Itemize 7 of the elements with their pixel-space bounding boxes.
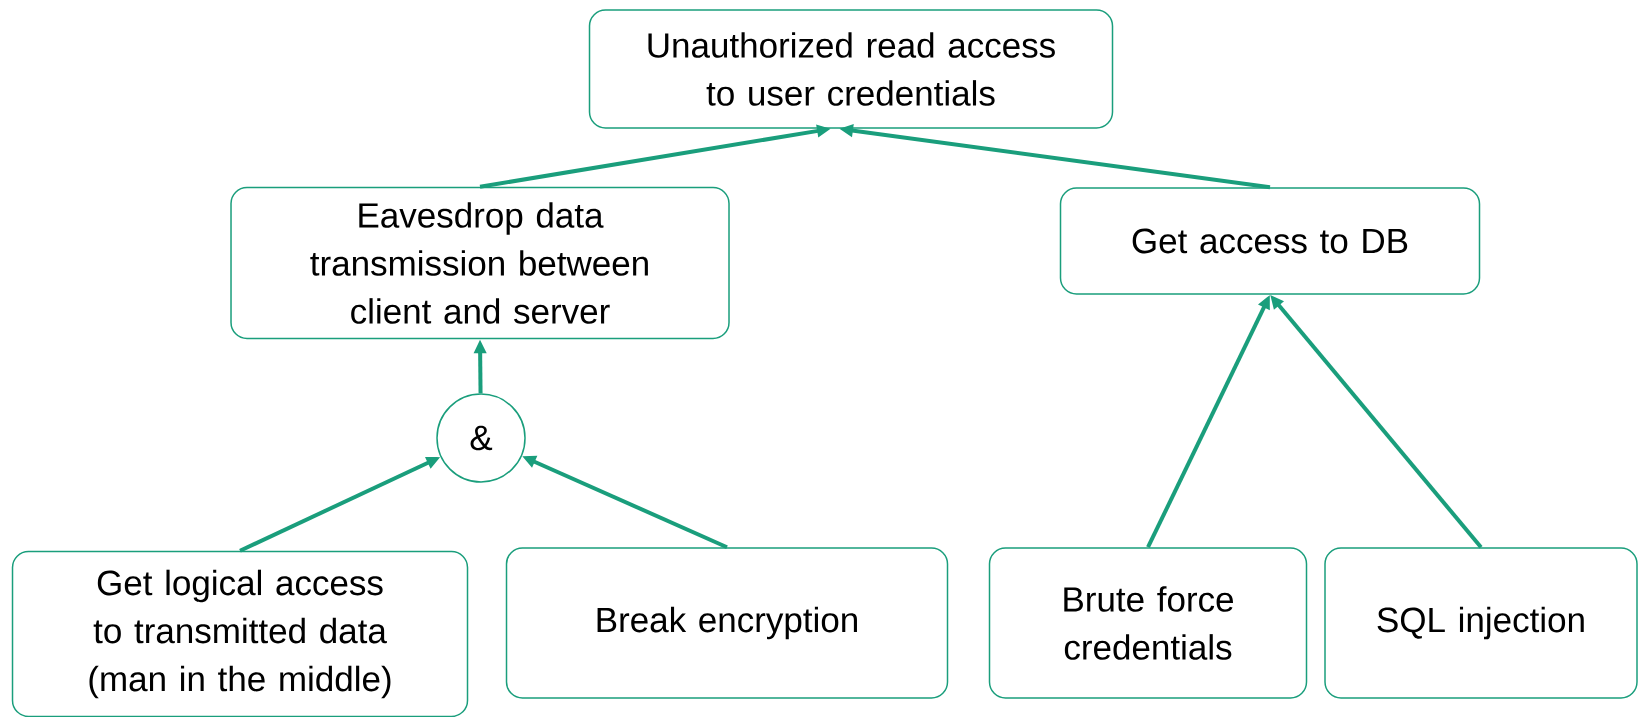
attack-box: Break encryption bbox=[505, 547, 949, 699]
attack-box: Eavesdrop data transmission between client and server bbox=[230, 186, 730, 340]
attack-box: Get access to DB bbox=[1059, 187, 1481, 295]
attack-box: Get logical access to transmitted data (man in the middle) bbox=[11, 550, 469, 717]
attack-box: SQL injection bbox=[1324, 547, 1638, 699]
attack-box: Brute force credentials bbox=[988, 547, 1308, 699]
attack-box: Unauthorized read access to user credentials bbox=[588, 9, 1114, 129]
